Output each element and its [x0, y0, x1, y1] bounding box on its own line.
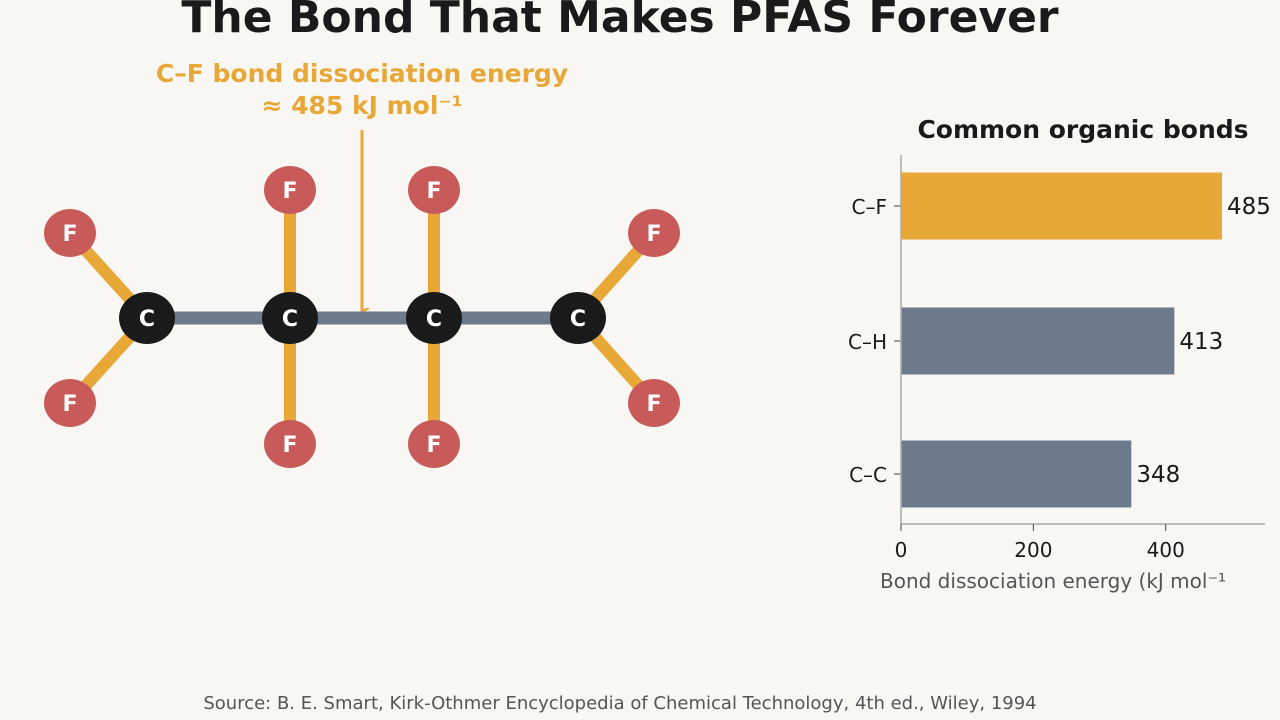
- fluorine-label: F: [646, 222, 661, 247]
- y-tick-label: C–C: [849, 463, 887, 487]
- x-tick-label: 400: [1147, 538, 1185, 562]
- fluorine-label: F: [62, 222, 77, 247]
- carbon-atom: [119, 292, 175, 344]
- page-title: The Bond That Makes PFAS Forever: [181, 0, 1059, 43]
- annotation-line-1: C–F bond dissociation energy: [155, 59, 569, 88]
- fluorine-label: F: [62, 392, 77, 417]
- fluorine-atom: [264, 420, 316, 468]
- bar: [901, 440, 1132, 508]
- carbon-atom: [262, 292, 318, 344]
- fluorine-label: F: [646, 392, 661, 417]
- bar-value-label: 348: [1136, 462, 1180, 488]
- fluorine-atom: [264, 166, 316, 214]
- fluorine-label: F: [282, 179, 297, 204]
- carbon-atom: [406, 292, 462, 344]
- carbon-label: C: [570, 307, 586, 332]
- bar: [901, 307, 1175, 375]
- fluorine-atom: [408, 166, 460, 214]
- x-axis-label: Bond dissociation energy (kJ mol⁻¹: [880, 569, 1226, 593]
- fluorine-label: F: [282, 433, 297, 458]
- x-tick-label: 0: [895, 538, 908, 562]
- source-caption: Source: B. E. Smart, Kirk-Othmer Encyclo…: [203, 693, 1037, 714]
- bond-energy-chart: Common organic bonds 485 C–F 413 C–H 348 C–C 0 2…: [848, 115, 1271, 593]
- carbon-label: C: [426, 307, 442, 332]
- fluorine-atom: [44, 379, 96, 427]
- x-tick-label: 200: [1014, 538, 1052, 562]
- fluorine-atom: [628, 209, 680, 257]
- pfas-molecule: F F F F F F F F C C C C: [44, 166, 680, 468]
- carbon-label: C: [139, 307, 155, 332]
- bar: [901, 172, 1222, 240]
- y-tick-label: C–H: [848, 330, 887, 354]
- fluorine-atom: [44, 209, 96, 257]
- bar-value-label: 413: [1179, 329, 1223, 355]
- fluorine-label: F: [426, 433, 441, 458]
- carbon-label: C: [282, 307, 298, 332]
- fluorine-atom: [628, 379, 680, 427]
- y-tick-label: C–F: [852, 195, 887, 219]
- annotation-line-2: ≈ 485 kJ mol⁻¹: [261, 91, 463, 120]
- chart-title: Common organic bonds: [917, 115, 1248, 144]
- fluorine-atom: [408, 420, 460, 468]
- bond-energy-annotation: C–F bond dissociation energy ≈ 485 kJ mo…: [112, 58, 612, 122]
- carbon-atom: [550, 292, 606, 344]
- fluorine-label: F: [426, 179, 441, 204]
- bar-value-label: 485: [1227, 194, 1271, 220]
